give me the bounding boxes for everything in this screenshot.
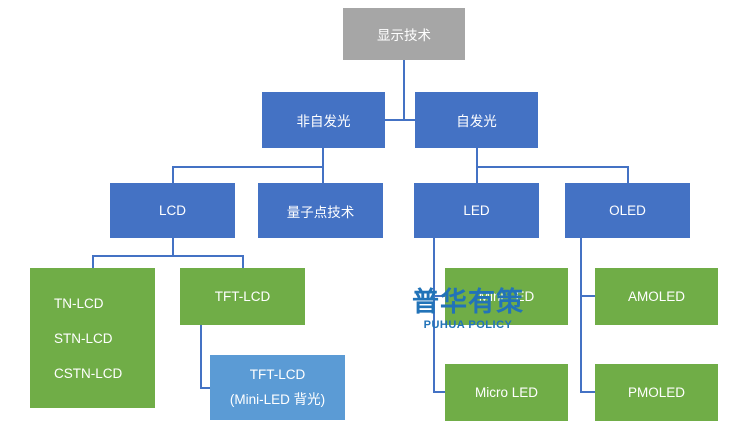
node-label: 显示技术 xyxy=(377,28,431,43)
node-label: 量子点技术 xyxy=(286,204,355,220)
connector-stub-tft-mini xyxy=(200,387,210,389)
connector-oled-down xyxy=(580,238,582,393)
node-oled: OLED xyxy=(565,183,690,238)
node-micro-led: Micro LED xyxy=(445,364,568,421)
node-label-stn-lcd: STN-LCD xyxy=(54,330,113,346)
connector-drop-tft xyxy=(242,255,244,268)
node-label: LED xyxy=(463,203,490,218)
connector-drop-tn-group xyxy=(92,255,94,268)
connector-nonemissive-down xyxy=(322,148,324,183)
connector-emissive-hbar xyxy=(476,166,627,168)
connector-stub-pmoled xyxy=(580,391,595,393)
connector-lcd-down xyxy=(172,238,174,257)
node-label: Micro LED xyxy=(474,385,538,400)
node-lcd: LCD xyxy=(110,183,235,238)
connector-drop-oled xyxy=(627,166,629,183)
node-quantum-dot: 量子点技术 xyxy=(258,183,383,238)
node-label: 自发光 xyxy=(456,114,497,129)
connector-tft-down xyxy=(200,325,202,389)
node-tn-stn-cstn-group: TN-LCD STN-LCD CSTN-LCD xyxy=(30,268,155,408)
node-amoled: AMOLED xyxy=(595,268,718,325)
node-label: LCD xyxy=(158,203,186,218)
connector-led-down xyxy=(433,238,435,393)
connector-drop-lcd xyxy=(172,166,174,183)
node-label-line2: (Mini-LED 背光) xyxy=(229,392,326,407)
node-tft-lcd: TFT-LCD xyxy=(180,268,305,325)
node-led: LED xyxy=(414,183,539,238)
connector-level2-bridge xyxy=(385,119,415,121)
node-mini-led: Mini-LED xyxy=(445,268,568,325)
node-label: PMOLED xyxy=(627,385,685,400)
node-self-emissive: 自发光 xyxy=(415,92,538,148)
connector-stub-amoled xyxy=(580,295,595,297)
node-label: OLED xyxy=(609,203,646,218)
connector-lcd-hbar xyxy=(92,255,243,257)
node-label: 非自发光 xyxy=(296,114,351,129)
node-label: TFT-LCD xyxy=(214,289,271,304)
node-display-technology: 显示技术 xyxy=(343,8,465,60)
node-tft-lcd-mini-led-backlight: TFT-LCD (Mini-LED 背光) xyxy=(210,355,345,420)
node-label: AMOLED xyxy=(627,289,685,304)
node-label-tn-lcd: TN-LCD xyxy=(54,295,104,311)
node-label: Mini-LED xyxy=(478,289,535,304)
node-non-self-emissive: 非自发光 xyxy=(262,92,385,148)
node-pmoled: PMOLED xyxy=(595,364,718,421)
connector-stub-microled xyxy=(433,391,445,393)
node-label-line1: TFT-LCD xyxy=(249,367,306,382)
connector-stub-miniled xyxy=(433,295,445,297)
connector-nonemissive-hbar xyxy=(172,166,324,168)
node-label-cstn-lcd: CSTN-LCD xyxy=(54,365,123,381)
connector-root-down xyxy=(403,60,405,121)
connector-emissive-down xyxy=(476,148,478,183)
